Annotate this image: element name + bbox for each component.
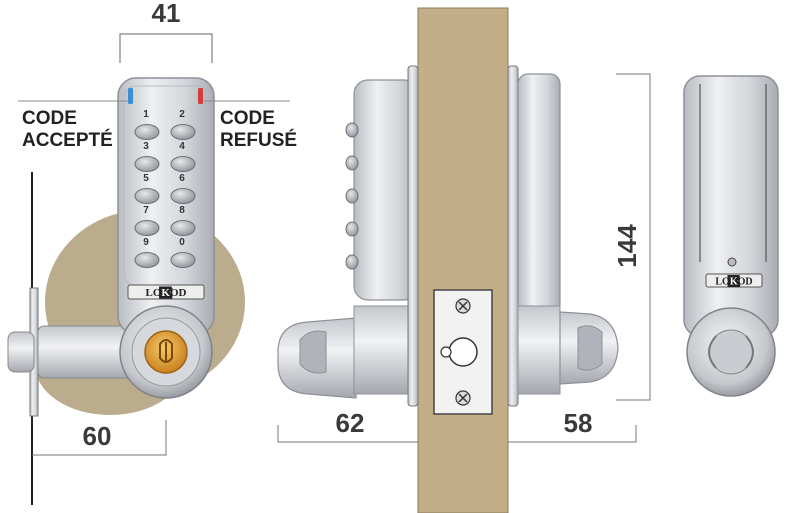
- keypad-key-8[interactable]: 8: [170, 205, 196, 236]
- keypad-key-label: 5: [143, 173, 149, 184]
- back-housing: [683, 75, 779, 337]
- keypad-key-button[interactable]: [170, 124, 196, 140]
- dimension-60-label: 60: [83, 421, 112, 451]
- keypad-key-label: 2: [179, 109, 185, 120]
- keypad-key-4[interactable]: 4: [170, 141, 196, 172]
- brand-plate: LOKOD: [127, 284, 205, 302]
- keypad-key-6[interactable]: 6: [170, 173, 196, 204]
- dimension-handle-projection: 60: [32, 420, 167, 456]
- keypad-key-7[interactable]: 7: [134, 205, 160, 236]
- back-brand-plate: LOKOD: [705, 273, 763, 290]
- keypad-key-button[interactable]: [134, 124, 160, 140]
- dimension-144-label: 144: [612, 224, 642, 268]
- svg-text:CODE: CODE: [22, 108, 77, 129]
- keypad-key-2[interactable]: 2: [170, 109, 196, 140]
- keypad-key-1[interactable]: 1: [134, 109, 160, 140]
- keypad-key-button[interactable]: [134, 220, 160, 236]
- keypad-key-button[interactable]: [134, 188, 160, 204]
- side-keys: [345, 122, 359, 270]
- led-accept-indicator: [128, 88, 133, 104]
- keypad-key-5[interactable]: 5: [134, 173, 160, 204]
- side-key-stub: [345, 254, 359, 270]
- outer-body: [507, 65, 619, 407]
- back-knob: [686, 307, 776, 397]
- side-key-stub: [345, 188, 359, 204]
- svg-text:REFUSÉ: REFUSÉ: [220, 129, 297, 151]
- keypad-key-label: 6: [179, 173, 185, 184]
- code-refused-label: CODE REFUSÉ: [220, 108, 297, 151]
- svg-text:ACCEPTÉ: ACCEPTÉ: [22, 129, 113, 151]
- keypad-key-label: 9: [143, 237, 149, 248]
- keypad-key-label: 7: [143, 205, 149, 216]
- keypad-key-label: 8: [179, 205, 185, 216]
- keypad-key-button[interactable]: [134, 156, 160, 172]
- dimension-58-label: 58: [564, 408, 593, 438]
- led-refuse-indicator: [198, 88, 203, 104]
- door-slab: [417, 7, 509, 513]
- code-accepted-label: CODE ACCEPTÉ: [22, 108, 113, 151]
- inner-body: [277, 65, 419, 407]
- dimension-inner-projection: 62: [277, 408, 418, 443]
- side-key-stub: [345, 122, 359, 138]
- keypad-key-button[interactable]: [170, 252, 196, 268]
- keypad-key-3[interactable]: 3: [134, 141, 160, 172]
- keypad-key-button[interactable]: [134, 252, 160, 268]
- dimension-height: 144: [612, 73, 651, 401]
- svg-text:LOKOD: LOKOD: [715, 277, 752, 288]
- side-key-stub: [345, 221, 359, 237]
- keypad-key-button[interactable]: [170, 220, 196, 236]
- spindle-hole: [448, 337, 478, 367]
- back-view: LOKOD 144: [612, 73, 779, 401]
- brand-logo: LOKOD: [146, 287, 187, 299]
- latch-faceplate: [433, 289, 493, 415]
- keypad-key-9[interactable]: 9: [134, 237, 160, 268]
- lever-handle: [7, 325, 135, 379]
- keypad-key-label: 4: [179, 141, 185, 152]
- dimension-41-label: 41: [152, 0, 181, 28]
- keypad-key-button[interactable]: [170, 188, 196, 204]
- back-screw-icon: [727, 257, 737, 267]
- side-key-stub: [345, 155, 359, 171]
- dimension-keypad-width: 41: [119, 0, 213, 63]
- dimension-62-label: 62: [336, 408, 365, 438]
- side-view: 62 58: [277, 7, 637, 513]
- svg-text:CODE: CODE: [220, 108, 275, 129]
- keypad-key-label: 3: [143, 141, 149, 152]
- dimension-outer-projection: 58: [508, 408, 637, 443]
- keypad-key-label: 1: [143, 109, 149, 120]
- keypad-key-label: 0: [179, 237, 185, 248]
- keypad-key-button[interactable]: [170, 156, 196, 172]
- keypad-key-0[interactable]: 0: [170, 237, 196, 268]
- keypad-keys: 1 2 3 4 5 6 7 8 9 0: [134, 109, 196, 268]
- front-view: 1 2 3 4 5 6 7 8 9 0 LOKOD 41 CODE ACCEPTÉ: [7, 0, 297, 505]
- front-knob: [119, 305, 213, 399]
